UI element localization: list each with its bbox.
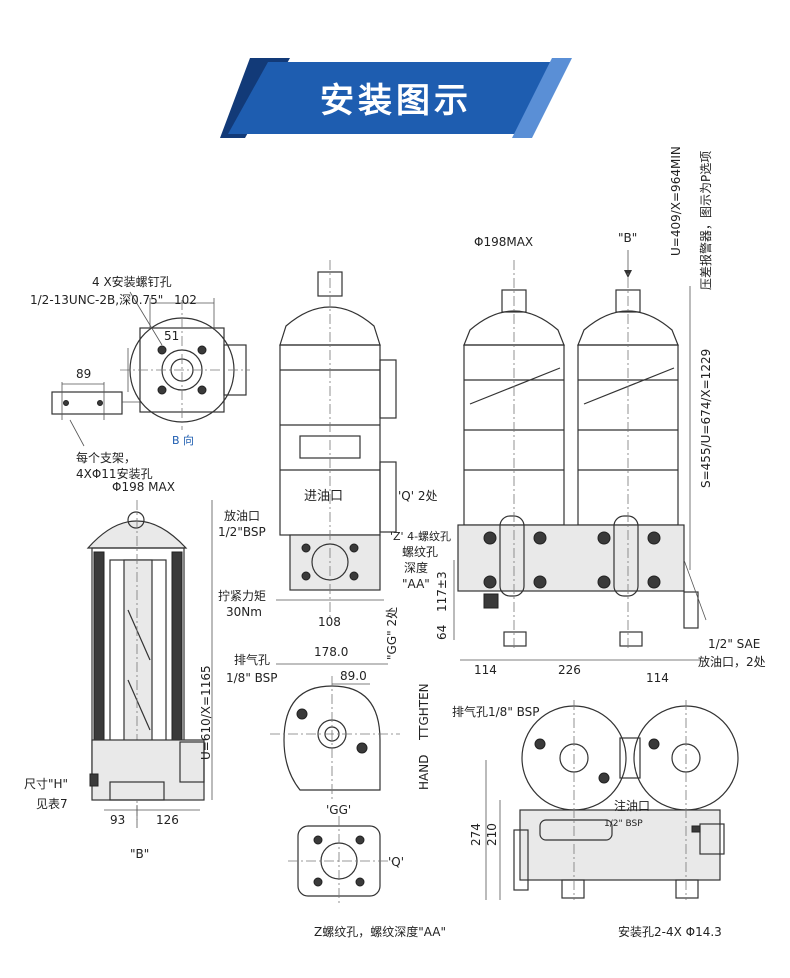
dim-210: 210 <box>485 823 499 846</box>
drain-port-spec: 1/2"BSP <box>218 525 266 539</box>
dim-126: 126 <box>156 813 179 827</box>
dim-114b: 114 <box>646 671 669 685</box>
gg-flange-view <box>288 816 392 906</box>
dim-u409: U=409/X=964MIN <box>669 146 683 256</box>
diff-alarm-label: 压差报警器，图示为P选项 <box>698 151 713 290</box>
dia-198-right: Φ198MAX <box>474 235 533 249</box>
mount-holes-spec: 1/2-13UNC-2B,深0.75" <box>30 293 163 307</box>
vent-right-label: 排气孔1/8" BSP <box>452 704 540 719</box>
size-h-label: 尺寸"H" <box>24 777 68 791</box>
view-b-right: "B" <box>618 231 637 245</box>
dim-93: 93 <box>110 813 125 827</box>
dim-89-0: 89.0 <box>340 669 367 683</box>
q-two-label: 'Q' 2处 <box>398 489 438 503</box>
bracket-note-line1: 每个支架， <box>76 450 136 465</box>
dim-226: 226 <box>558 663 581 677</box>
title-banner: 安装图示 <box>220 58 572 138</box>
torque-value: 30Nm <box>226 605 262 619</box>
center-top-view <box>270 663 400 800</box>
dim-64: 64 <box>435 625 449 640</box>
bracket-side-view <box>51 382 140 447</box>
center-filter-elevation <box>276 260 397 620</box>
vent-port-label: 排气孔 <box>234 652 270 667</box>
drain-right-label: 注油口 <box>614 798 650 813</box>
mount-right-label: 安装孔2-4X Φ14.3 <box>618 924 722 939</box>
banner-right-stripe <box>512 58 572 138</box>
dim-s455: S=455/U=674/X=1229 <box>699 349 713 488</box>
b-view-label: B 向 <box>172 433 194 447</box>
inlet-label: 进油口 <box>304 489 343 504</box>
sae-drain-label: 放油口，2处 <box>698 654 766 669</box>
torque-label: 拧紧力矩 <box>218 589 266 603</box>
drain-port-label: 放油口 <box>224 508 260 523</box>
gg-label: 'GG' <box>326 803 351 817</box>
see-table-label: 见表7 <box>36 797 68 811</box>
filter-cross-section <box>86 500 213 828</box>
view-b-left: "B" <box>130 847 149 861</box>
dia-198-left: Φ198 MAX <box>112 480 175 494</box>
banner-main-shape <box>228 62 560 134</box>
dim-102: 102 <box>174 293 197 307</box>
dim-114a: 114 <box>474 663 497 677</box>
bracket-note-line2: 4XΦ11安装孔 <box>76 466 153 481</box>
sae-port-label: 1/2" SAE <box>708 637 760 651</box>
mount-holes-label: 4 X安装螺钉孔 <box>92 274 172 289</box>
duplex-top-view <box>485 700 739 900</box>
page-title: 安装图示 <box>320 81 472 121</box>
dim-108: 108 <box>318 615 341 629</box>
tightten-label: TTGHTEN <box>417 683 431 741</box>
dim-89: 89 <box>76 367 91 381</box>
dim-117: 117±3 <box>435 571 449 612</box>
dim-51: 51 <box>164 329 179 343</box>
b-view-flange <box>120 291 250 430</box>
q-label: 'Q' <box>388 855 404 869</box>
z-thread-line2: 螺纹孔 <box>402 545 438 559</box>
dim-u610: U=610/X=1165 <box>199 665 213 760</box>
gg-two-label: "GG" 2处 <box>385 607 399 660</box>
dim-178: 178.0 <box>314 645 348 659</box>
dim-274: 274 <box>469 823 483 846</box>
z-thread-line1: 'Z' 4-螺纹孔 <box>390 529 451 543</box>
vent-spec: 1/8" BSP <box>226 671 278 685</box>
z-thread-line4: "AA" <box>402 577 430 591</box>
z-thread-line3: 深度 <box>404 560 428 575</box>
drain-right-spec: 1/2" BSP <box>604 819 643 829</box>
z-note: Z螺纹孔，螺纹深度"AA" <box>314 924 446 939</box>
hand-label: HAND <box>417 755 431 790</box>
duplex-filter-elevation <box>453 250 707 661</box>
